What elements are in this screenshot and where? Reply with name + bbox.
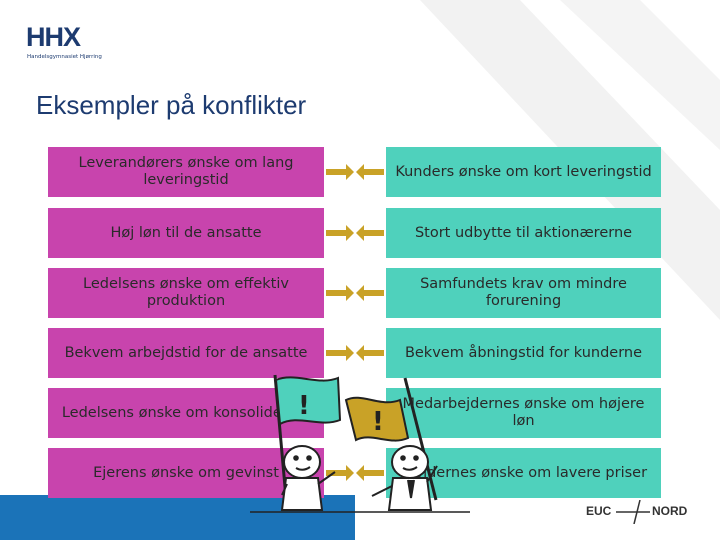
conflict-left-0: Leverandørers ønske om lang leveringstid	[48, 147, 324, 197]
euc-nord-logo: EUC NORD	[586, 500, 696, 524]
conflict-right-2: Samfundets krav om mindre forurening	[386, 268, 661, 318]
conflict-left-2: Ledelsens ønske om effektiv produktion	[48, 268, 324, 318]
conflict-arrows-icon	[326, 285, 384, 301]
hhx-logo: HHX Handelsgymnasiet Hjørring	[26, 22, 116, 66]
conflict-right-1: Stort udbytte til aktionærerne	[386, 208, 661, 258]
compass-icon	[616, 500, 650, 524]
conflict-arrows-icon	[326, 225, 384, 241]
conflict-left-4: Ledelsens ønske om konsolidering	[48, 388, 324, 438]
page-title: Eksempler på konflikter	[36, 90, 307, 120]
conflict-left-1: Høj løn til de ansatte	[48, 208, 324, 258]
conflict-right-0: Kunders ønske om kort leveringstid	[386, 147, 661, 197]
conflict-left-3: Bekvem arbejdstid for de ansatte	[48, 328, 324, 378]
conflict-arrows-icon	[326, 164, 384, 180]
conflict-right-4: Medarbejdernes ønske om højere løn	[386, 388, 661, 438]
logo-brand: HHX	[26, 22, 81, 52]
logo-subtitle: Handelsgymnasiet Hjørring	[27, 54, 102, 60]
conflict-left-5: Ejerens ønske om gevinst	[48, 448, 324, 498]
footer-right-text: NORD	[652, 504, 688, 518]
conflict-right-3: Bekvem åbningstid for kunderne	[386, 328, 661, 378]
conflict-arrows-icon	[326, 345, 384, 361]
footer-left-text: EUC	[586, 504, 612, 518]
conflict-arrows-icon	[326, 465, 384, 481]
conflict-right-5: Kundernes ønske om lavere priser	[386, 448, 661, 498]
